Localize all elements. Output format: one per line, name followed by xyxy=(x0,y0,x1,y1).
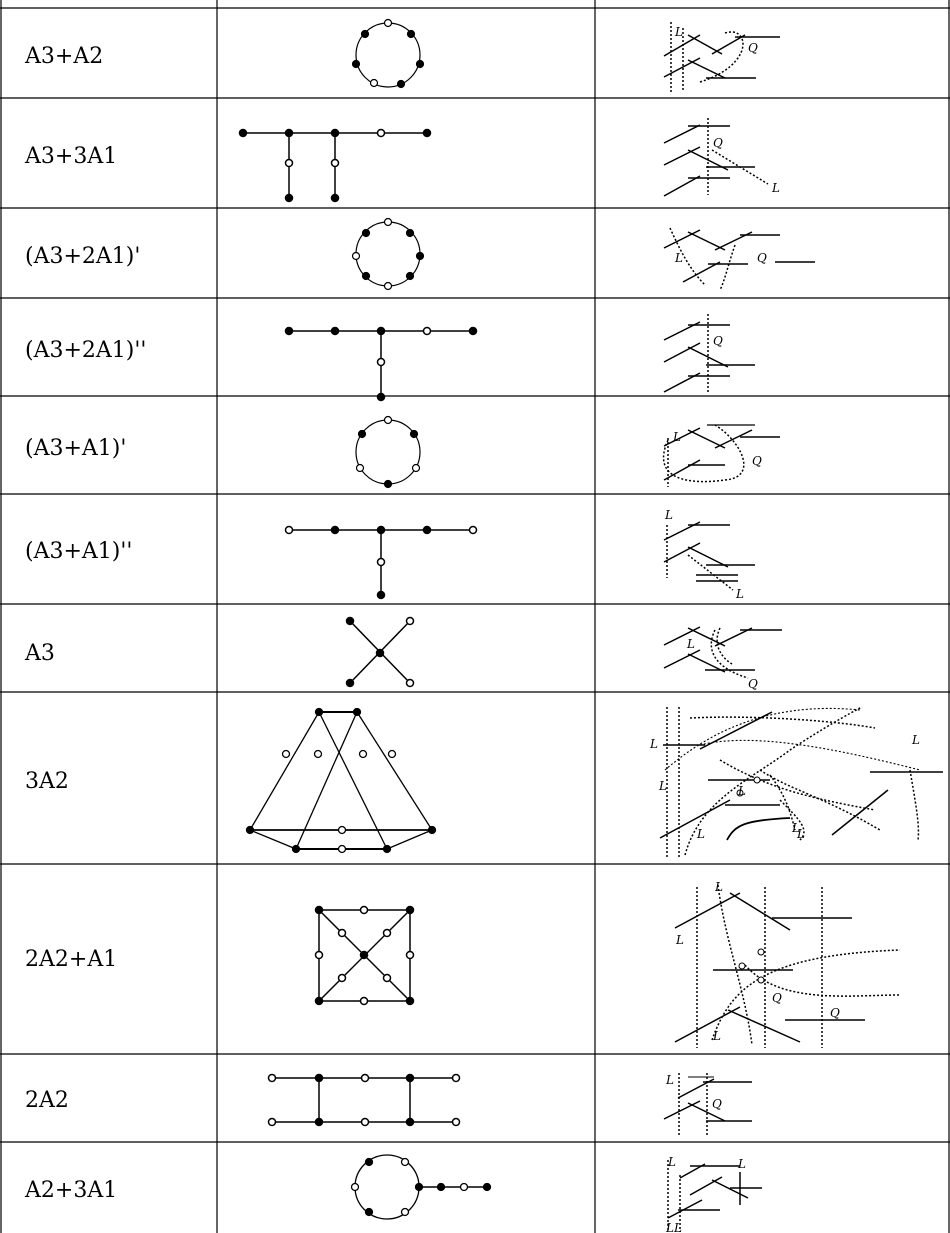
type-label-row-1: A3+A2 xyxy=(24,44,103,69)
dynkin-graph-row-11 xyxy=(350,1154,492,1220)
curve-sketch-row-3 xyxy=(663,227,815,291)
curve-label: Q xyxy=(748,677,758,691)
curve-label: L xyxy=(735,587,744,601)
curve-label: L xyxy=(667,1155,676,1169)
curve-sketch-row-7 xyxy=(663,626,782,679)
curve-label: L xyxy=(664,508,673,522)
intersection-point xyxy=(738,962,746,970)
curve-label: L xyxy=(674,251,683,265)
type-label-row-4: (A3+2A1)'' xyxy=(25,338,146,363)
curve-label: Q xyxy=(752,454,762,468)
curve-label: Q xyxy=(713,334,723,348)
intersection-point xyxy=(753,776,761,784)
dynkin-graph-row-4 xyxy=(284,326,478,402)
intersection-point xyxy=(757,948,765,956)
dynkin-graph-row-6 xyxy=(284,525,478,600)
type-label-row-3: (A3+2A1)' xyxy=(25,244,140,269)
type-label-row-7: A3 xyxy=(24,641,55,666)
intersection-point xyxy=(757,976,765,984)
curve-label: L xyxy=(791,821,800,835)
dynkin-graph-row-10 xyxy=(267,1073,461,1127)
curve-sketch-row-9 xyxy=(674,884,901,1048)
dynkin-graph-row-5 xyxy=(355,415,421,489)
curve-label: L xyxy=(675,933,684,947)
dynkin-graph-row-3 xyxy=(351,217,425,291)
type-label-row-6: (A3+A1)'' xyxy=(25,539,132,564)
type-label-row-9: 2A2+A1 xyxy=(25,947,117,972)
curve-sketch-row-6 xyxy=(663,521,755,591)
dynkin-graph-row-8 xyxy=(245,707,437,854)
intersection-point xyxy=(736,789,744,797)
curve-label: L xyxy=(737,1157,746,1171)
curve-sketch-row-8 xyxy=(659,706,943,858)
curve-label: Q xyxy=(757,251,767,265)
curve-label: L xyxy=(672,430,681,444)
curve-label: Q xyxy=(712,1097,722,1111)
type-label-row-10: 2A2 xyxy=(25,1088,69,1113)
curve-label: L xyxy=(737,784,746,798)
dynkin-graph-row-9 xyxy=(314,905,415,1006)
curve-label: Q xyxy=(713,136,723,150)
dynkin-graph-row-1 xyxy=(351,18,425,89)
curve-label: L xyxy=(911,733,920,747)
curve-sketch-row-2 xyxy=(663,118,769,197)
curve-label: L xyxy=(771,181,780,195)
curve-label: Q xyxy=(748,41,758,55)
curve-label: LL xyxy=(665,1221,682,1233)
curve-label: L xyxy=(665,1073,674,1087)
curve-label: Q xyxy=(830,1006,840,1020)
curve-label: L xyxy=(796,827,805,841)
curve-label: L xyxy=(658,779,667,793)
curve-label: Q xyxy=(772,991,782,1005)
curve-label: L xyxy=(712,1029,721,1043)
curve-sketch-row-11 xyxy=(667,1160,762,1232)
dynkin-graph-row-7 xyxy=(345,616,415,688)
curve-label: L xyxy=(649,737,658,751)
curve-label: L xyxy=(714,880,723,894)
curve-sketch-row-10 xyxy=(663,1073,752,1137)
curve-label: L xyxy=(686,637,695,651)
curve-sketch-row-5 xyxy=(662,424,780,487)
type-label-row-2: A3+3A1 xyxy=(24,144,117,169)
type-label-row-8: 3A2 xyxy=(25,769,69,794)
type-label-row-11: A2+3A1 xyxy=(24,1178,117,1203)
type-label-row-5: (A3+A1)' xyxy=(25,436,126,461)
curve-label: L xyxy=(696,827,705,841)
curve-label: L xyxy=(674,25,683,39)
dynkin-graph-row-2 xyxy=(238,128,432,203)
curve-sketch-row-4 xyxy=(663,314,755,393)
curve-sketch-row-1 xyxy=(663,22,780,92)
